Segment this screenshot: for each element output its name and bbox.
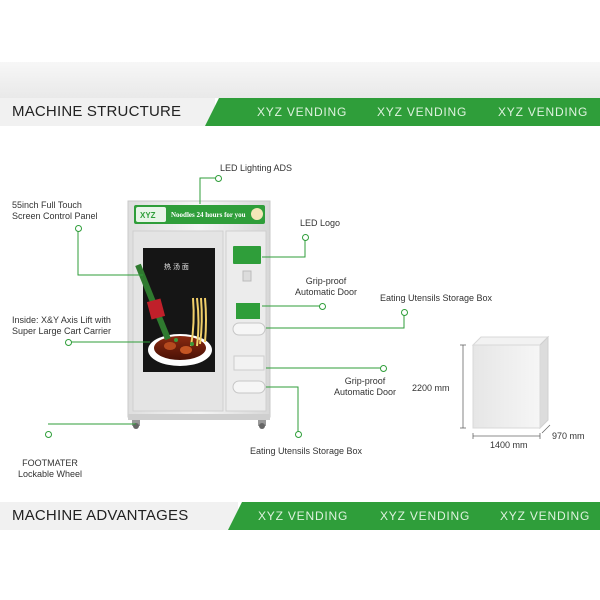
label-lower-door: Grip-proof Automatic Door [333, 376, 397, 397]
label-wheel: FOOTMATER Lockable Wheel [17, 458, 83, 479]
callout-dot [380, 365, 387, 372]
header-title-area: MACHINE STRUCTURE [0, 98, 215, 126]
label-upper-door: Grip-proof Automatic Door [294, 276, 358, 297]
brand-text: XYZ VENDING [258, 509, 349, 523]
label-led-ads: LED Lighting ADS [220, 163, 293, 173]
dimension-width: 1400 mm [490, 440, 528, 450]
callout-dot [319, 303, 326, 310]
section-title: MACHINE STRUCTURE [12, 103, 182, 120]
callout-lines [48, 177, 405, 434]
upper-utensils-box [232, 322, 266, 336]
wheel-right [259, 423, 265, 429]
brand-text: XYZ VENDING [377, 105, 468, 119]
callout-dot [65, 339, 72, 346]
label-touch-screen: 55inch Full Touch Screen Control Panel [12, 200, 98, 221]
led-ads-banner [134, 205, 265, 224]
brand-strip: XYZ VENDING XYZ VENDING XYZ VENDING [228, 502, 600, 530]
label-lower-utensils: Eating Utensils Storage Box [250, 446, 363, 456]
label-lift: Inside: X&Y Axis Lift with Super Large C… [12, 315, 112, 336]
lower-utensils-box [232, 380, 266, 394]
screen-caption: 热 汤 面 [164, 264, 189, 271]
dimension-height: 2200 mm [412, 383, 450, 393]
label-upper-utensils: Eating Utensils Storage Box [380, 293, 493, 303]
brand-text: XYZ VENDING [498, 105, 589, 119]
machine-logo-text: XYZ [140, 211, 156, 220]
dimension-box [472, 344, 541, 429]
brand-text: XYZ VENDING [380, 509, 471, 523]
section-title: MACHINE ADVANTAGES [12, 507, 189, 524]
machine-structure-header: MACHINE STRUCTURE XYZ VENDING XYZ VENDIN… [0, 98, 600, 126]
callout-dot [302, 234, 309, 241]
brand-text: XYZ VENDING [257, 105, 348, 119]
dimension-depth: 970 mm [552, 431, 585, 441]
machine-banner-text: Noodles 24 hours for you [171, 211, 246, 219]
callout-dot [215, 175, 222, 182]
callout-dot [45, 431, 52, 438]
top-background-band [0, 62, 600, 98]
callout-dot [295, 431, 302, 438]
callout-dot [75, 225, 82, 232]
brand-strip: XYZ VENDING XYZ VENDING XYZ VENDING [205, 98, 600, 126]
label-led-logo: LED Logo [300, 218, 341, 228]
led-logo [233, 246, 261, 264]
header-title-area: MACHINE ADVANTAGES [0, 502, 238, 530]
upper-door [236, 303, 260, 319]
brand-text: XYZ VENDING [500, 509, 591, 523]
machine-advantages-header: MACHINE ADVANTAGES XYZ VENDING XYZ VENDI… [0, 502, 600, 530]
callout-dot [401, 309, 408, 316]
